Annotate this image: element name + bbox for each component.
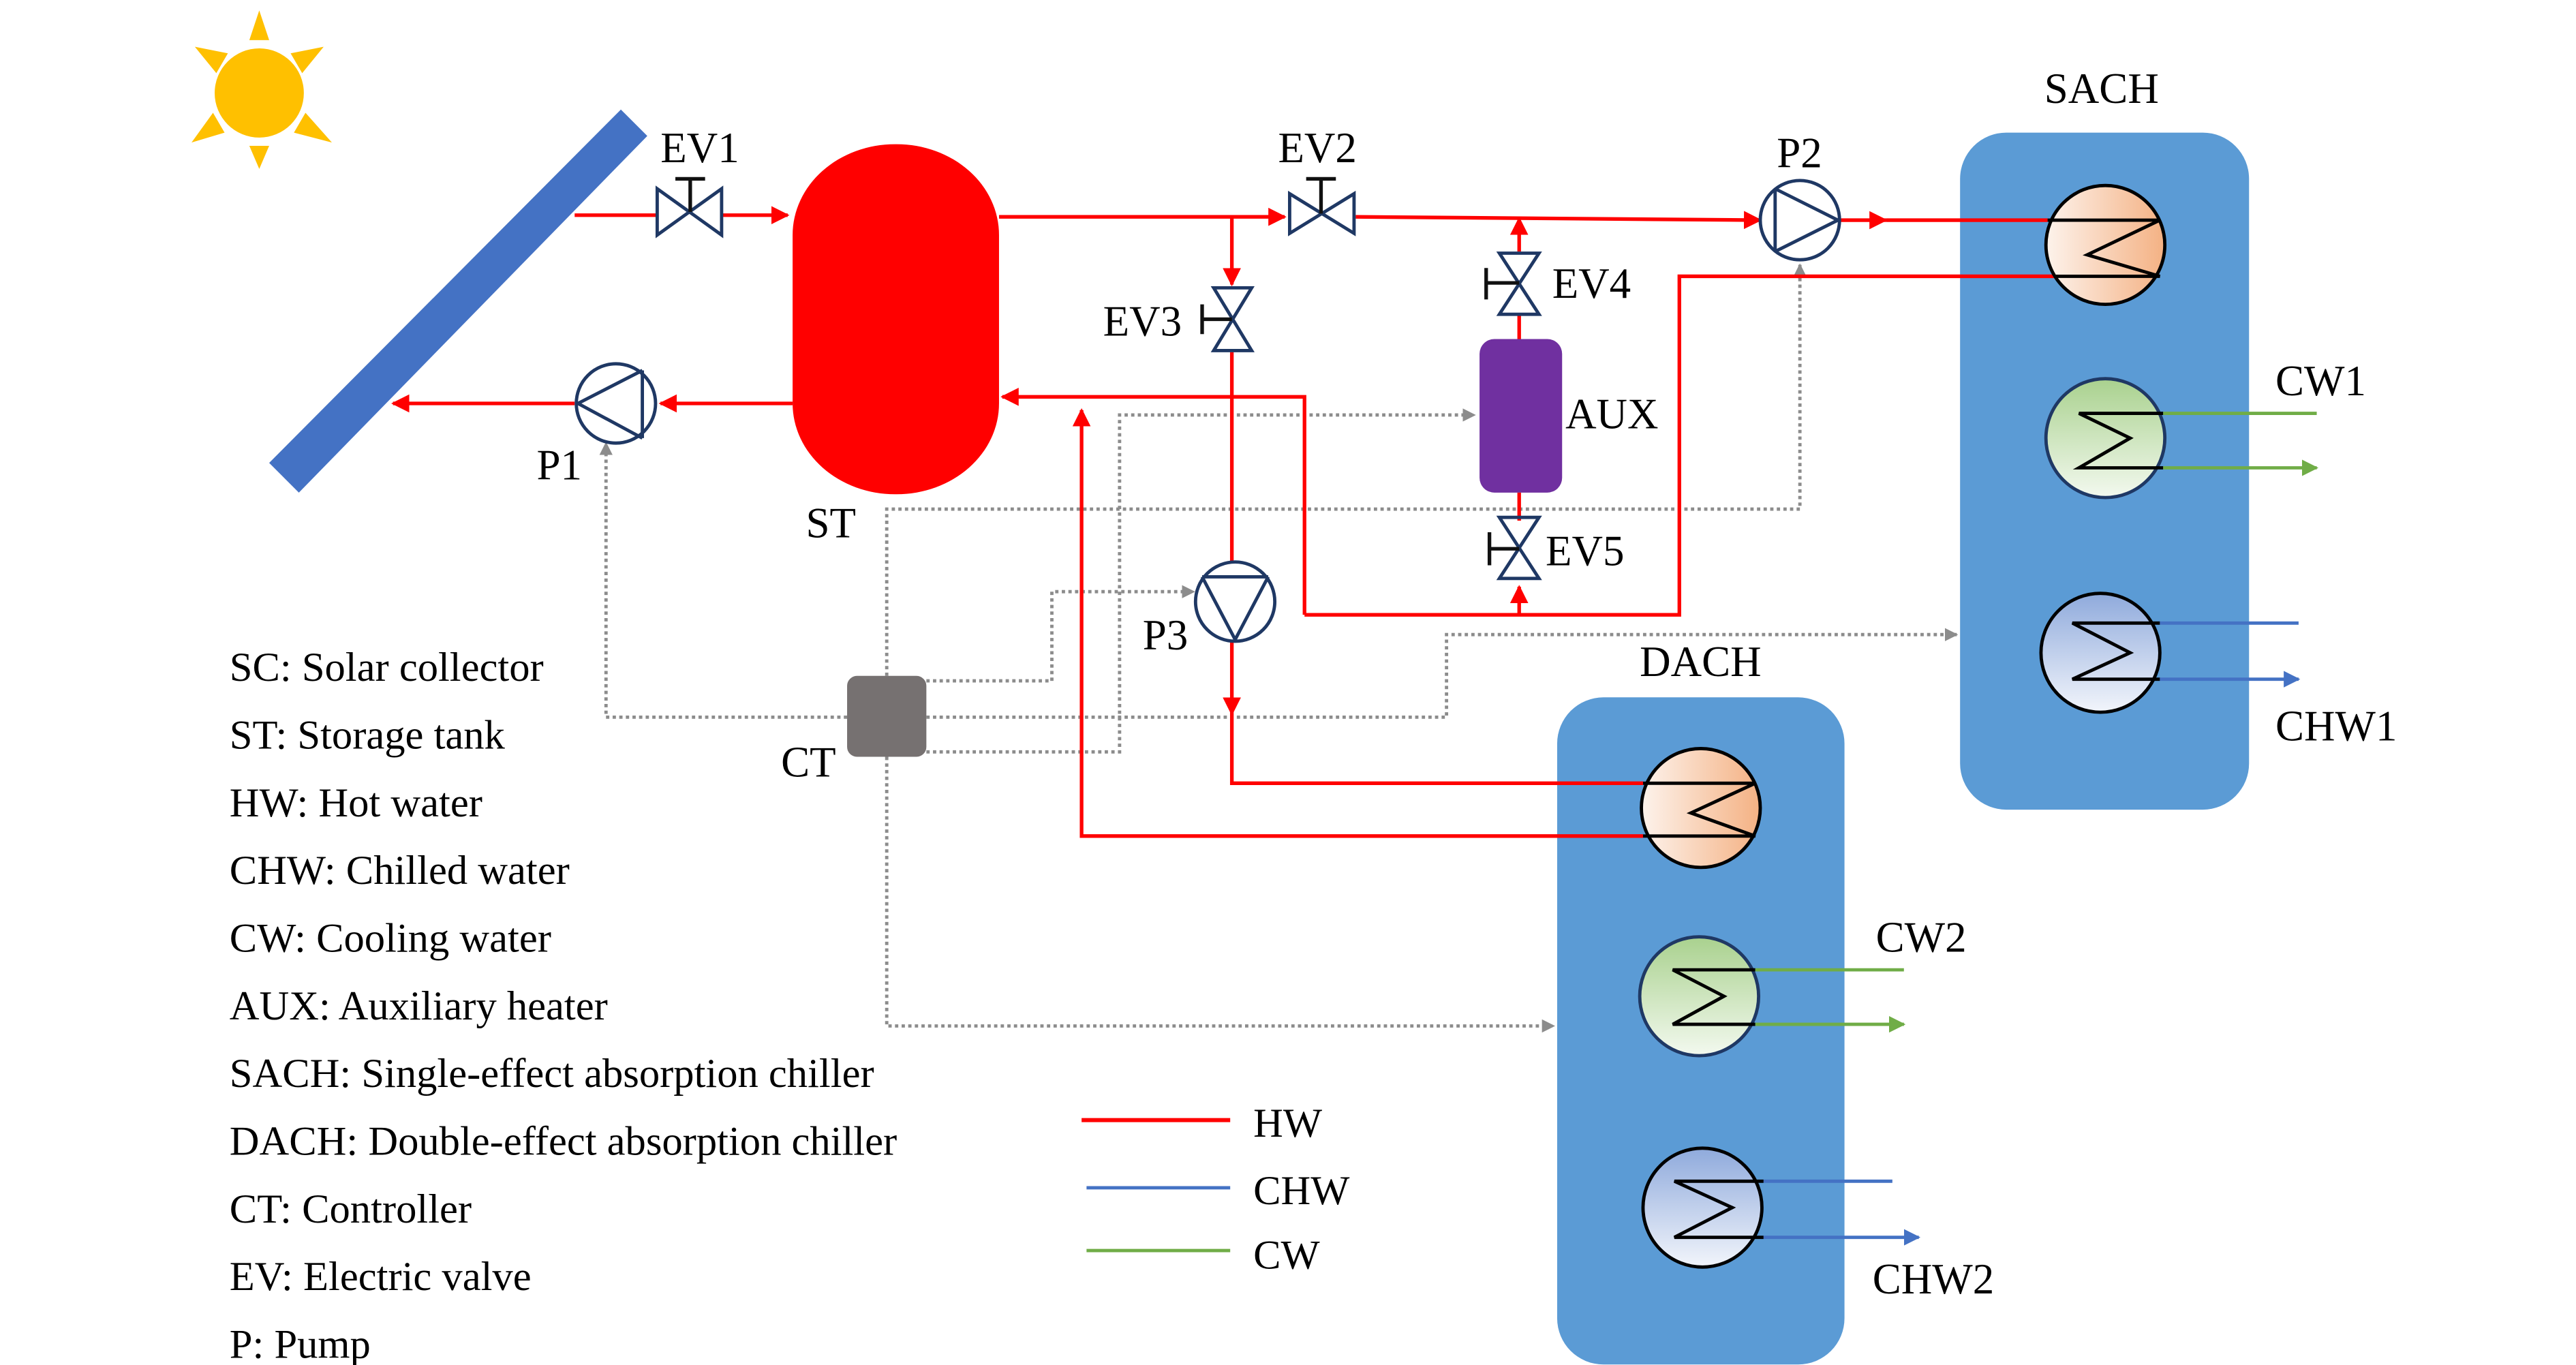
abbr-cw: CW: Cooling water <box>230 915 551 961</box>
abbr-hw: HW: Hot water <box>230 780 482 826</box>
dach-generator <box>1640 746 1762 870</box>
abbr-chw: CHW: Chilled water <box>230 848 570 893</box>
hot-water-pipes <box>391 206 2056 838</box>
chw2-label: CHW2 <box>1873 1255 1994 1303</box>
line-legend: HW CHW CW <box>1082 1101 1350 1278</box>
abbr-sach: SACH: Single-effect absorption chiller <box>230 1051 874 1096</box>
dach-label: DACH <box>1640 638 1762 686</box>
abbr-p: P: Pump <box>230 1322 371 1365</box>
dach-condenser <box>1638 935 1760 1058</box>
solar-collector <box>269 109 647 493</box>
dach-evaporator <box>1641 1146 1764 1269</box>
legend-label-hw: HW <box>1253 1101 1323 1146</box>
sach-evaporator <box>2039 592 2162 714</box>
valve-ev5[interactable] <box>1487 515 1542 581</box>
cw2-label: CW2 <box>1876 913 1967 961</box>
aux-heater-label: AUX <box>1565 390 1659 438</box>
aux-heater <box>1479 339 1563 493</box>
valve-ev5-label: EV5 <box>1546 527 1624 574</box>
legend-label-cw: CW <box>1253 1233 1320 1278</box>
abbr-sc: SC: Solar collector <box>230 645 544 690</box>
pump-p1-label: P1 <box>537 441 583 489</box>
pump-p1[interactable] <box>574 362 658 445</box>
pump-p3[interactable] <box>1193 560 1277 643</box>
controller-label: CT <box>781 739 836 786</box>
sach-condenser <box>2044 377 2167 500</box>
storage-tank <box>793 144 999 495</box>
pump-p2-label: P2 <box>1777 129 1822 177</box>
abbr-st: ST: Storage tank <box>230 712 506 758</box>
control-signal-lines <box>599 263 1959 1033</box>
controller <box>847 675 927 757</box>
abbr-ev: EV: Electric valve <box>230 1254 532 1300</box>
sach-generator <box>2044 183 2167 307</box>
abbr-aux: AUX: Auxiliary heater <box>230 983 608 1029</box>
sun-icon <box>191 10 333 169</box>
legend-label-chw: CHW <box>1253 1168 1350 1214</box>
valve-ev1[interactable] <box>655 177 724 239</box>
valve-ev1-label: EV1 <box>660 124 739 172</box>
sach-label: SACH <box>2044 65 2159 112</box>
pump-p2[interactable] <box>1758 179 1841 262</box>
abbreviation-legend: SC: Solar collector ST: Storage tank HW:… <box>230 645 897 1365</box>
valve-ev4-label: EV4 <box>1552 260 1631 307</box>
valve-ev3[interactable] <box>1200 286 1255 352</box>
valve-ev2-label: EV2 <box>1278 124 1356 172</box>
pump-p3-label: P3 <box>1143 611 1189 659</box>
storage-tank-label: ST <box>806 499 856 547</box>
valve-ev2[interactable] <box>1287 177 1356 236</box>
valve-ev4[interactable] <box>1484 251 1542 316</box>
valve-ev3-label: EV3 <box>1103 298 1182 346</box>
chw1-label: CHW1 <box>2275 702 2397 750</box>
cw1-label: CW1 <box>2275 357 2366 405</box>
abbr-dach: DACH: Double-effect absorption chiller <box>230 1118 897 1164</box>
abbr-ct: CT: Controller <box>230 1186 472 1232</box>
